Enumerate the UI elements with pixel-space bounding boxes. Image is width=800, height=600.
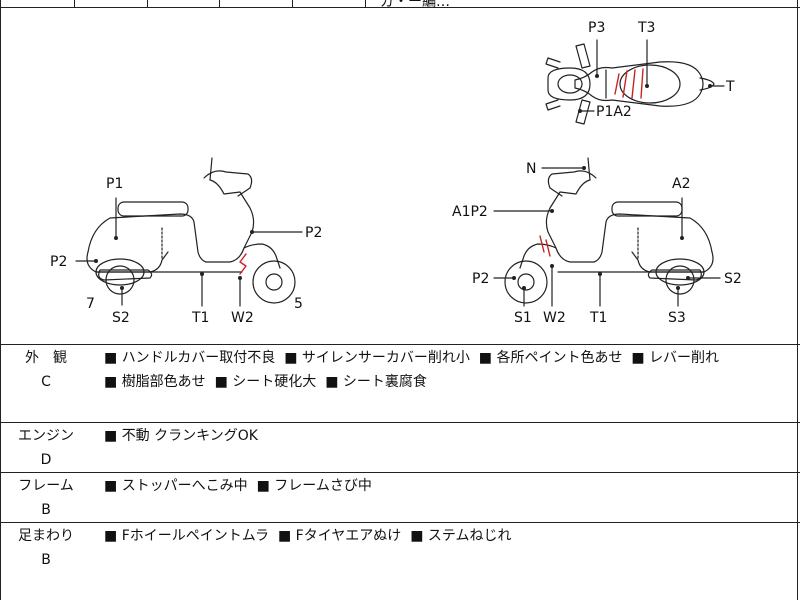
item-list: ハンドルカバー取付不良 サイレンサーカバー削れ小 各所ペイント色あせ レバー削れ…	[104, 346, 792, 394]
item-list: Fホイールペイントムラ Fタイヤエアぬけ ステムねじれ	[104, 524, 792, 548]
damage-marks-left	[239, 253, 247, 275]
divider	[0, 344, 800, 345]
label-p1a2: P1A2	[596, 104, 632, 120]
table-divider	[365, 0, 366, 7]
label-p1: P1	[106, 176, 123, 192]
label-7: 7	[86, 296, 95, 312]
scooter-left-view	[86, 157, 296, 304]
scooter-top-view	[545, 43, 715, 125]
grade-label: B	[41, 502, 51, 518]
label-t: T	[725, 79, 735, 95]
divider	[0, 472, 800, 473]
list-item: Fタイヤエアぬけ	[278, 528, 401, 544]
label-5: 5	[294, 296, 303, 312]
label-p3: P3	[588, 20, 605, 36]
list-item: ステムねじれ	[410, 528, 511, 544]
section-frame: フレーム B ストッパーへこみ中 フレームさび中	[0, 474, 800, 522]
grade-label: B	[41, 552, 51, 568]
category-label: エンジン	[18, 428, 74, 444]
list-item: 各所ペイント色あせ	[479, 350, 623, 366]
label-t1-left: T1	[191, 310, 209, 326]
label-t1-right: T1	[589, 310, 607, 326]
damage-marks-right	[539, 235, 551, 257]
divider	[0, 7, 800, 8]
category-label: 足まわり	[18, 528, 74, 544]
table-divider	[292, 0, 293, 7]
top-partial-text: ガ・ー編…	[380, 0, 450, 10]
list-item: レバー削れ	[631, 350, 719, 366]
grade-label: D	[40, 452, 52, 468]
divider	[0, 522, 800, 523]
grade-label: C	[41, 374, 51, 390]
section-suspension: 足まわり B Fホイールペイントムラ Fタイヤエアぬけ ステムねじれ	[0, 524, 800, 584]
label-s1: S1	[514, 310, 532, 326]
label-p2-left: P2	[50, 254, 67, 270]
label-s2-left: S2	[112, 310, 130, 326]
list-item: サイレンサーカバー削れ小	[284, 350, 470, 366]
item-list: ストッパーへこみ中 フレームさび中	[104, 474, 792, 498]
list-item: 樹脂部色あせ	[104, 374, 206, 390]
list-item: Fホイールペイントムラ	[104, 528, 269, 544]
table-divider	[219, 0, 220, 7]
list-item: シート裏腐食	[325, 374, 427, 390]
label-n: N	[526, 161, 536, 177]
list-item: ストッパーへこみ中	[104, 478, 248, 494]
label-a1p2: A1P2	[452, 204, 488, 220]
scooter-diagram: P3 T3 T P1A2 P1 P2 P2 7 S2 T1 W2 5 N A2 …	[50, 20, 742, 326]
list-item: シート硬化大	[215, 374, 317, 390]
label-s3: S3	[668, 310, 686, 326]
section-engine: エンジン D 不動 クランキングOK	[0, 424, 800, 472]
label-t3: T3	[637, 20, 655, 36]
label-a2: A2	[672, 176, 690, 192]
list-item: 不動 クランキングOK	[104, 428, 258, 444]
section-exterior: 外 観 C ハンドルカバー取付不良 サイレンサーカバー削れ小 各所ペイント色あせ…	[0, 346, 800, 422]
list-item: フレームさび中	[257, 478, 372, 494]
table-divider	[74, 0, 75, 7]
item-list: 不動 クランキングOK	[104, 424, 792, 448]
list-item: ハンドルカバー取付不良	[104, 350, 275, 366]
label-p2-mid: P2	[305, 225, 322, 241]
divider	[0, 422, 800, 423]
category-label: フレーム	[18, 478, 74, 494]
table-divider	[147, 0, 148, 7]
label-p2-right: P2	[472, 271, 489, 287]
label-w2-right: W2	[543, 310, 566, 326]
category-label: 外 観	[25, 350, 67, 366]
damage-marks-top	[614, 68, 644, 99]
label-s2-right: S2	[724, 271, 742, 287]
leader-dots	[94, 74, 712, 290]
leader-lines	[75, 39, 725, 307]
label-w2-left: W2	[231, 310, 254, 326]
